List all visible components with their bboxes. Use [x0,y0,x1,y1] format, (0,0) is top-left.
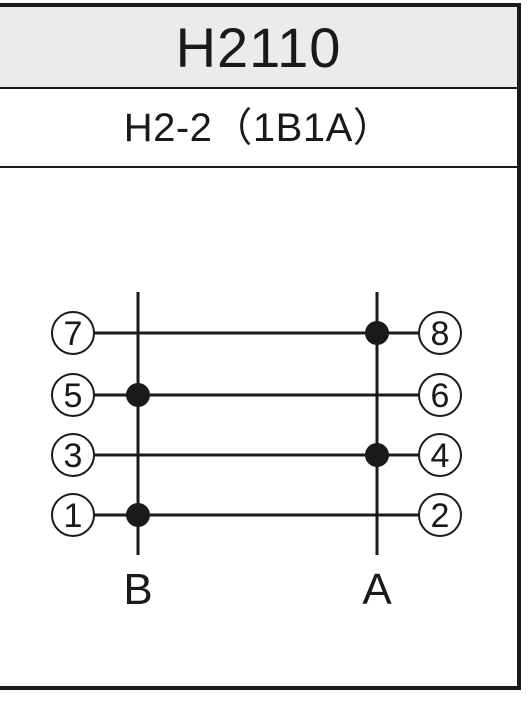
contact-form-row: H2-2（1B1A） [0,89,517,168]
terminal-label-6: 6 [431,377,450,415]
bus-label-b: B [123,565,152,614]
junction-dot-t3 [365,443,389,467]
terminal-label-3: 3 [64,437,83,475]
terminal-circle-7 [51,311,95,355]
terminal-circle-5 [51,373,95,417]
terminal-circle-1 [51,493,95,537]
junction-dot-t1 [126,503,150,527]
diagram-root: 7 8 5 6 3 4 1 2B A [51,292,462,614]
terminal-label-1: 1 [64,497,83,535]
terminal-label-4: 4 [431,437,450,475]
terminal-circle-3 [51,433,95,477]
bus-label-a: A [362,565,392,614]
terminal-label-5: 5 [64,377,83,415]
terminal-label-8: 8 [431,315,450,353]
wiring-diagram: 7 8 5 6 3 4 1 2B A [51,292,462,614]
model-header: H2110 [0,7,517,89]
terminal-circle-6 [418,373,462,417]
terminal-circle-4 [418,433,462,477]
contact-form-label: H2-2（1B1A） [123,105,394,150]
terminal-label-2: 2 [431,497,450,535]
terminal-circle-2 [418,493,462,537]
junction-dot-t7 [365,321,389,345]
terminal-circle-8 [418,311,462,355]
model-number: H2110 [175,16,342,79]
junction-dot-t5 [126,383,150,407]
terminal-label-7: 7 [64,315,83,353]
